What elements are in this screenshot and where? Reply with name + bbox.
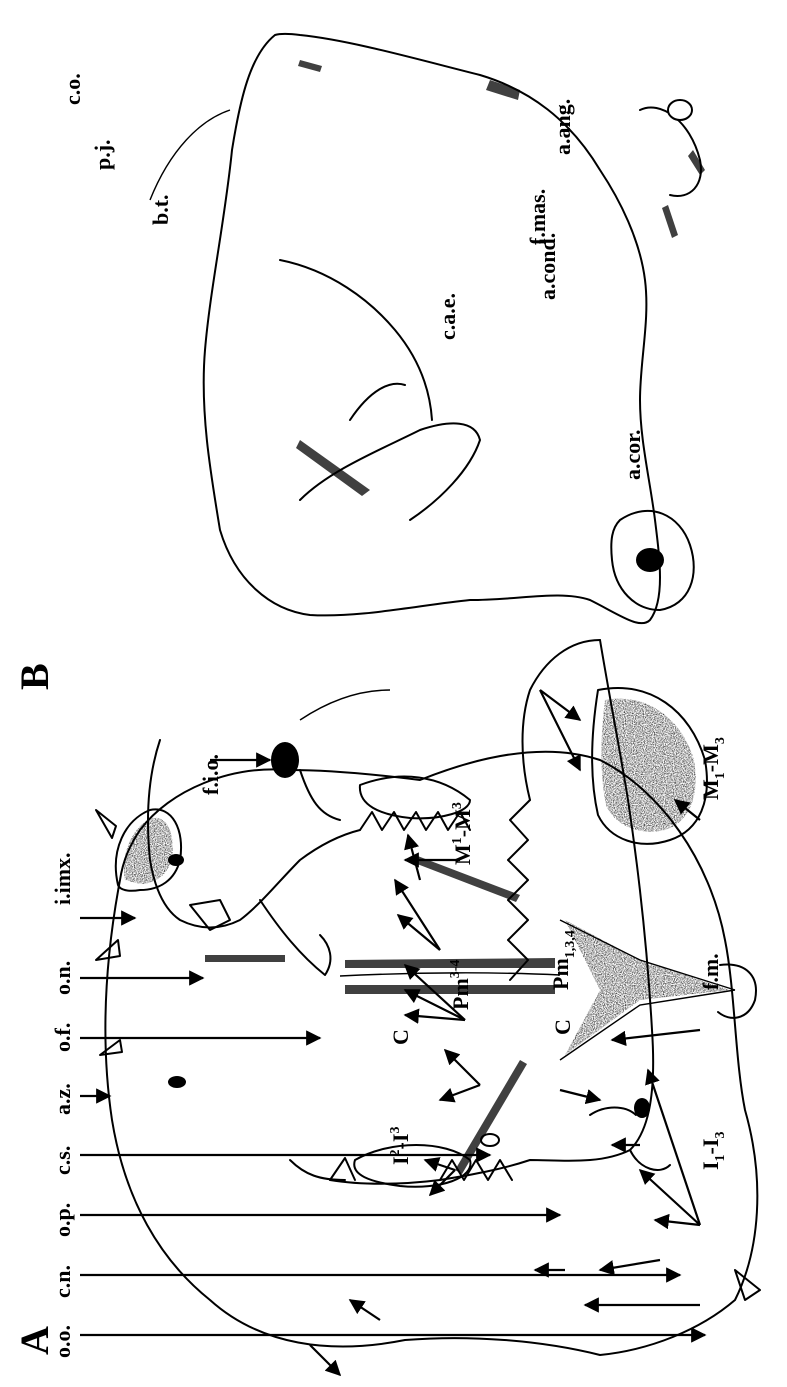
label-c-a-e: c.a.e. — [435, 293, 460, 340]
label-c-lower: C — [550, 1019, 575, 1035]
label-c-o: c.o. — [60, 73, 85, 105]
label-c-s: c.s. — [50, 1146, 75, 1175]
label-o-f: o.f. — [50, 1023, 75, 1052]
label-p-j: p.j. — [90, 139, 115, 170]
label-f-mas: f.mas. — [525, 189, 550, 245]
label-i-imx: i.imx. — [50, 852, 75, 905]
label-a-ang: a.ang. — [550, 99, 575, 155]
label-a-z: a.z. — [50, 1083, 75, 1115]
label-o-n: o.n. — [50, 961, 75, 995]
label-i1-i3-lower: I1-I3 — [698, 1132, 728, 1170]
label-i2-i3: I2-I3 — [388, 1127, 413, 1165]
label-f-m: f.m. — [698, 953, 723, 990]
label-b-t: b.t. — [148, 194, 173, 225]
label-c-n: c.n. — [50, 1265, 75, 1298]
label-c-upper: C — [388, 1029, 413, 1045]
panel-b-skull-lateral — [148, 34, 707, 1375]
label-o-o: o.o. — [50, 1325, 75, 1358]
label-pm-lower: Pm1,3,4 — [548, 930, 578, 990]
label-m1-m3-lower: M1-M3 — [698, 737, 728, 800]
label-a-cor: a.cor. — [620, 429, 645, 480]
label-o-p: o.p. — [50, 1203, 75, 1237]
label-m1-m3-upper: M1-M3 — [450, 802, 475, 865]
panel-label-b: B — [12, 663, 57, 690]
label-f-i-o: f.i.o. — [198, 754, 223, 795]
